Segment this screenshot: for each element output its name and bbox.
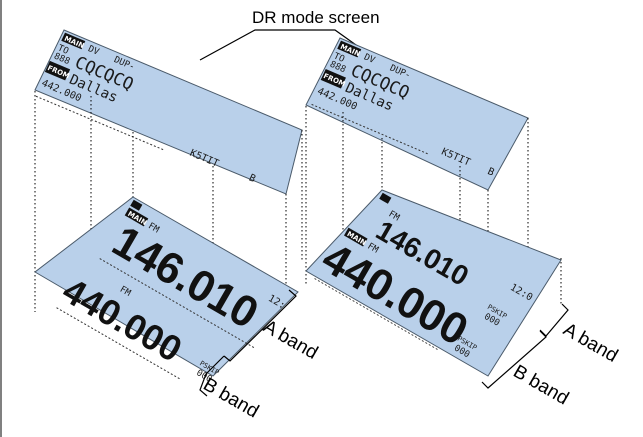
main-badge bbox=[61, 32, 86, 50]
left-band-brackets bbox=[199, 289, 297, 397]
right-main-screen-panel bbox=[305, 189, 562, 377]
main-badge bbox=[337, 40, 362, 58]
to-label: TO bbox=[56, 43, 70, 56]
upper-mode-text: FM bbox=[146, 221, 161, 235]
battery-icon bbox=[379, 192, 392, 204]
lower-mode-text: FM bbox=[366, 242, 381, 256]
left-main-screen-panel bbox=[34, 196, 299, 377]
signal-meter bbox=[35, 95, 164, 151]
a-band-label: A band bbox=[260, 316, 322, 364]
b-band-label: B band bbox=[200, 374, 263, 422]
left-dr-screen: MAIN DV DUP- TO 888 CQCQCQ FROM Dallas 4… bbox=[34, 29, 303, 195]
band-divider bbox=[99, 258, 255, 349]
to-label: TO bbox=[332, 52, 346, 65]
a-band-bracket bbox=[539, 303, 569, 337]
right-main-screen: FM 146.010 12:0 PSKIP 000 MAIN FM 440.00… bbox=[305, 189, 562, 377]
callout-title: DR mode screen bbox=[252, 8, 380, 27]
right-band-brackets bbox=[481, 303, 569, 389]
left-main-screen: MAIN FM 146.010 12: FM 440.000 PSKIP 000 bbox=[34, 196, 299, 385]
upper-mode-text: FM bbox=[387, 209, 402, 223]
b-band-bracket bbox=[199, 355, 225, 397]
main-badge bbox=[344, 227, 368, 247]
main-badge bbox=[124, 207, 149, 227]
dv-mode-text: DV bbox=[86, 44, 101, 58]
band-letter: B bbox=[247, 173, 257, 185]
lower-mode-text: FM bbox=[118, 285, 133, 299]
b-band-label: B band bbox=[510, 361, 573, 409]
a-band-bracket bbox=[223, 289, 297, 362]
right-dr-screen: MAIN DV DUP- TO 888 CQCQCQ FROM Dallas 4… bbox=[305, 37, 529, 191]
battery-icon bbox=[130, 199, 143, 211]
a-band-label: A band bbox=[560, 319, 622, 367]
signal-meter bbox=[56, 307, 182, 381]
b-band-bracket bbox=[481, 330, 547, 389]
callout-leader-left bbox=[199, 29, 290, 61]
left-dr-screen-panel bbox=[34, 29, 303, 195]
band-letter: B bbox=[486, 166, 496, 178]
from-badge bbox=[44, 60, 71, 81]
from-badge bbox=[320, 68, 346, 89]
dv-mode-text: DV bbox=[362, 53, 377, 67]
